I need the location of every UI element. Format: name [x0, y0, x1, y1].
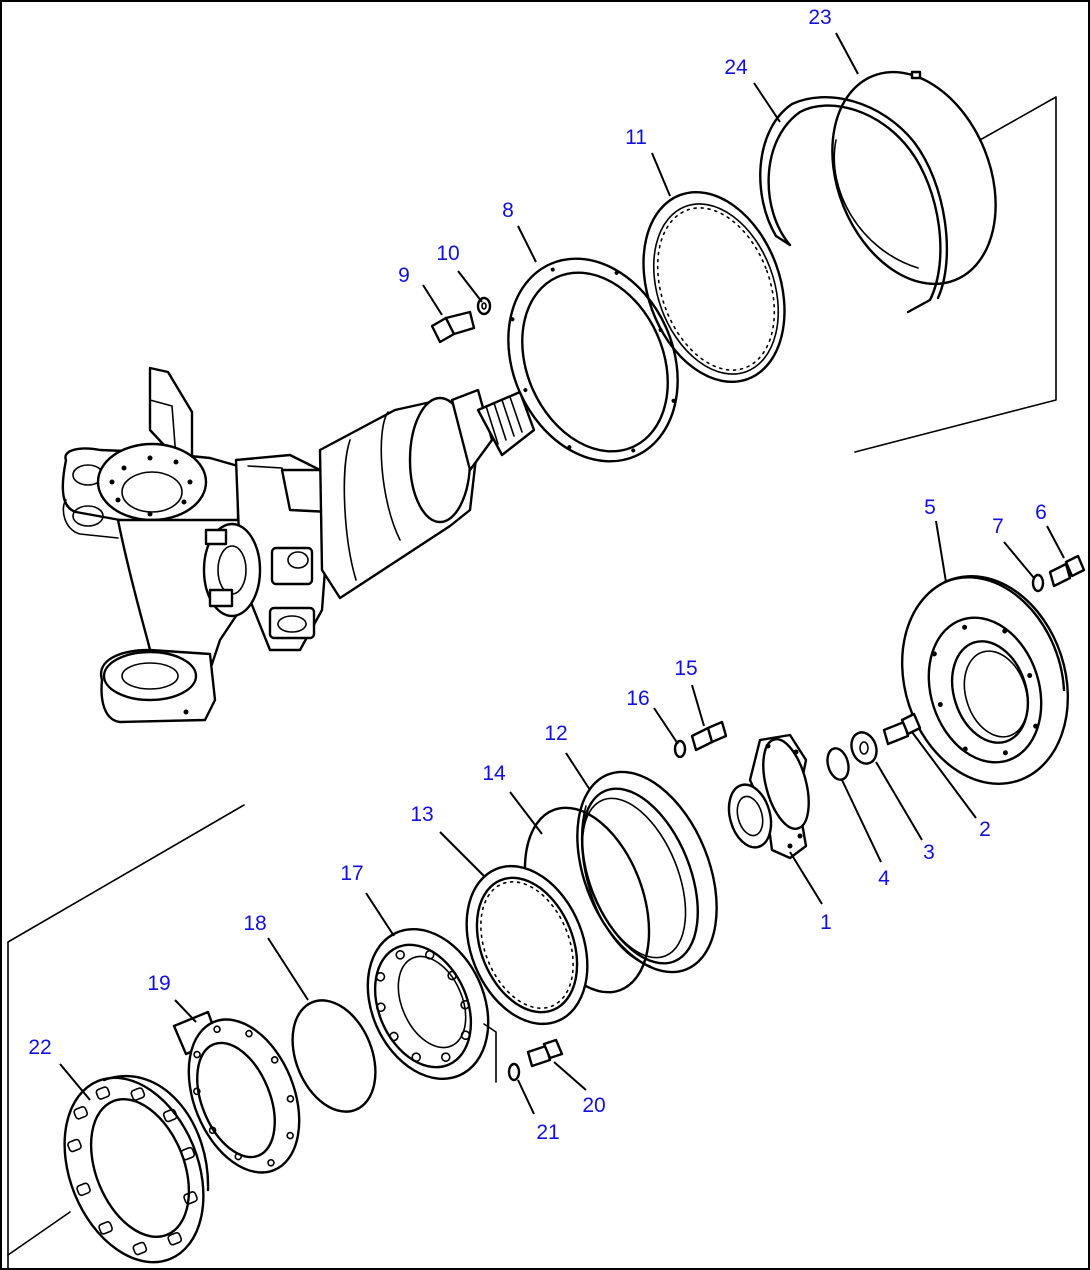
- part-21-washer: [507, 1062, 521, 1082]
- callout-4: 4: [878, 867, 890, 890]
- part-3-washer: [850, 731, 878, 765]
- callout-6: 6: [1035, 501, 1047, 524]
- callout-16: 16: [626, 687, 649, 710]
- part-20-bolt: [526, 1038, 564, 1068]
- callout-9: 9: [398, 264, 410, 287]
- part-17-bearing: [366, 927, 490, 1081]
- callout-2: 2: [979, 818, 991, 841]
- callout-13: 13: [410, 803, 433, 826]
- callout-8: 8: [502, 199, 514, 222]
- callout-labels: 23 24 11 8 9 10 5 7 6 15 16 12 14 13 17 …: [28, 6, 1047, 1144]
- part-2-bolt: [882, 712, 922, 746]
- part-15-bolt: [690, 720, 728, 752]
- part-13-race: [465, 864, 589, 1026]
- axle-housing-assembly: [61, 366, 536, 724]
- callout-15: 15: [674, 657, 697, 680]
- callout-11: 11: [625, 126, 647, 149]
- callout-10: 10: [436, 242, 459, 265]
- callout-3: 3: [923, 841, 935, 864]
- part-6-bolt: [1048, 554, 1086, 588]
- callout-24: 24: [724, 56, 748, 79]
- part-16-washer: [673, 739, 687, 759]
- callout-19: 19: [147, 972, 170, 995]
- part-19-retainer: [172, 1010, 301, 1174]
- part-7-washer: [1031, 573, 1045, 593]
- callout-1: 1: [820, 911, 832, 934]
- callout-20: 20: [582, 1094, 605, 1117]
- part-24-band: [759, 96, 949, 314]
- callout-23: 23: [808, 6, 831, 29]
- callout-7: 7: [992, 515, 1004, 538]
- reference-plane-upper: [854, 96, 1057, 453]
- part-9-bolt: [430, 310, 476, 344]
- part-5-disc: [900, 575, 1070, 785]
- part-1-hub: [727, 733, 810, 860]
- part-12-housing: [576, 770, 718, 974]
- callout-12: 12: [544, 722, 567, 745]
- part-22-bearing: [63, 1074, 210, 1264]
- part-11-ring: [642, 190, 786, 384]
- reference-plane-lower: [7, 804, 245, 1270]
- callout-17: 17: [340, 862, 363, 885]
- callout-21: 21: [536, 1121, 559, 1144]
- callout-22: 22: [28, 1036, 51, 1059]
- callout-14: 14: [482, 762, 506, 785]
- callout-5: 5: [924, 496, 936, 519]
- part-18-oring: [291, 999, 377, 1113]
- callout-18: 18: [243, 912, 266, 935]
- part-4-ring: [826, 747, 850, 781]
- leader-lines: [59, 32, 1065, 1115]
- part-23-cover: [831, 70, 997, 286]
- part-8-plate: [507, 257, 679, 463]
